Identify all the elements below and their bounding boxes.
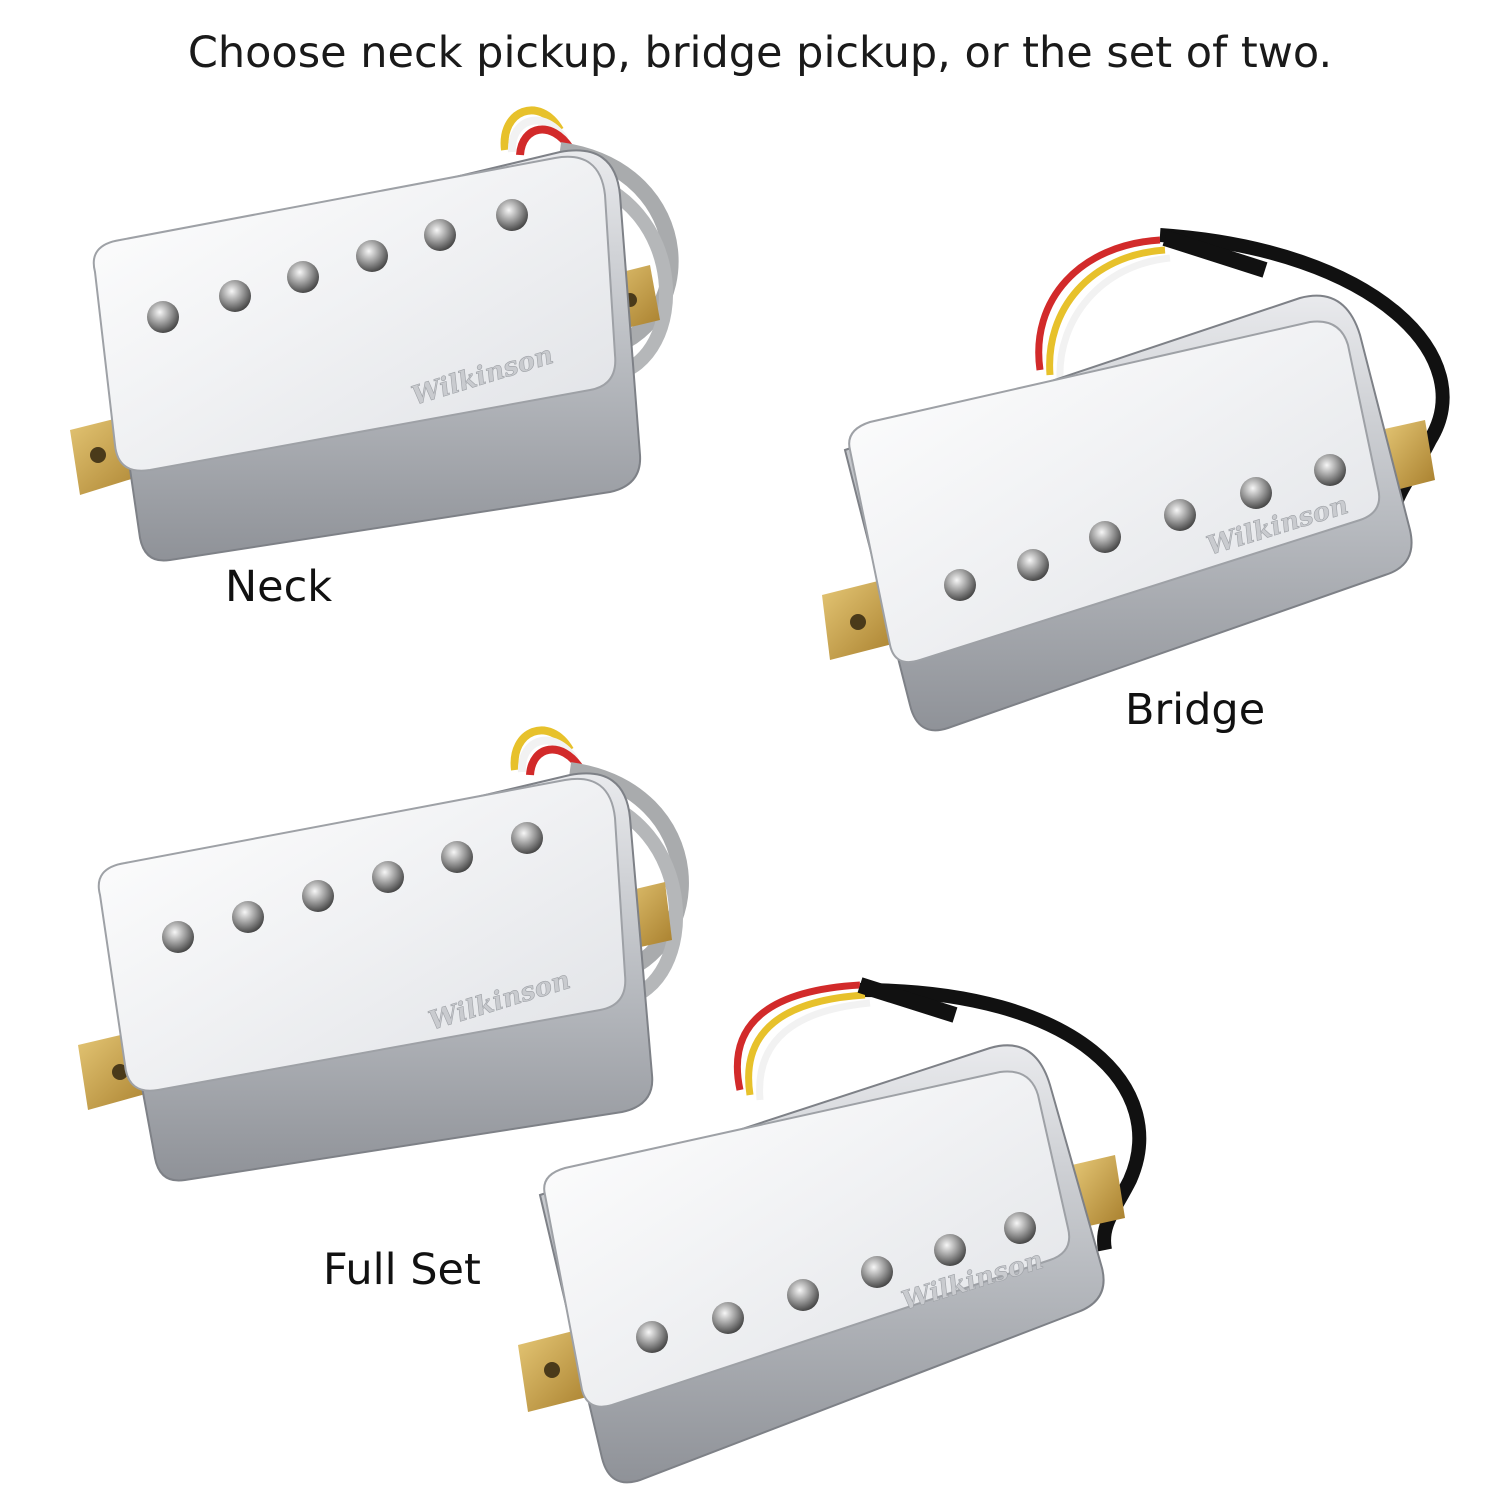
neck-label: Neck bbox=[225, 562, 333, 612]
page-heading: Choose neck pickup, bridge pickup, or th… bbox=[187, 28, 1333, 78]
bridge-pickup-image: Wilkinson bbox=[822, 228, 1450, 732]
neck-pickup-image: Wilkinson bbox=[70, 106, 679, 562]
full-set-bridge-pickup-image: Wilkinson bbox=[518, 977, 1147, 1484]
full-set-label: Full Set bbox=[323, 1245, 481, 1295]
full-set-neck-pickup-image: Wilkinson bbox=[78, 726, 689, 1182]
bridge-label: Bridge bbox=[1125, 685, 1266, 735]
